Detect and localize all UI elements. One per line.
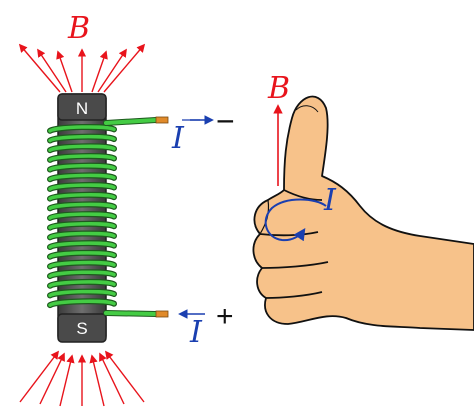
coil-turn (48, 202, 116, 211)
sign-label-bottom: + (216, 300, 234, 333)
hand-current-label: I (323, 183, 337, 218)
field-lines-top (18, 43, 146, 93)
field-lines-bottom (19, 350, 145, 407)
field-label-top: B (67, 11, 90, 46)
coil-turn (48, 299, 116, 307)
coil-turn (48, 144, 116, 152)
coil-turn (48, 183, 116, 191)
coil-turn (48, 222, 116, 230)
solenoid-icon: N S (47, 93, 169, 343)
coil-turn (48, 251, 116, 259)
current-indicator-top: I − (171, 103, 235, 156)
hand-field-label: B (267, 71, 290, 106)
current-label-bottom: I (189, 315, 203, 350)
north-pole (57, 93, 107, 121)
current-label-top: I (171, 121, 185, 156)
coil-turn (48, 212, 116, 220)
coil-turn (48, 289, 116, 298)
south-pole-label: S (76, 319, 87, 338)
hand-field-indicator: B (267, 71, 290, 186)
south-pole (57, 313, 107, 343)
coil-turn (48, 260, 116, 269)
coil-windings (47, 123, 117, 309)
hand-current-indicator: I (264, 183, 337, 242)
coil-turn (48, 231, 116, 240)
coil-turn (48, 270, 116, 278)
coil-turn (48, 241, 116, 249)
hand-icon (252, 95, 474, 331)
coil-turn (48, 280, 116, 288)
coil-turn (48, 163, 116, 172)
coil-turn (48, 154, 116, 162)
coil-leads (103, 116, 169, 318)
north-pole-label: N (76, 99, 88, 118)
coil-turn (48, 134, 116, 143)
sign-label-top: − (216, 103, 235, 139)
current-indicator-bottom: I + (178, 300, 234, 350)
coil-turn (48, 125, 116, 133)
coil-turn (48, 173, 116, 182)
coil-turn (48, 193, 116, 201)
